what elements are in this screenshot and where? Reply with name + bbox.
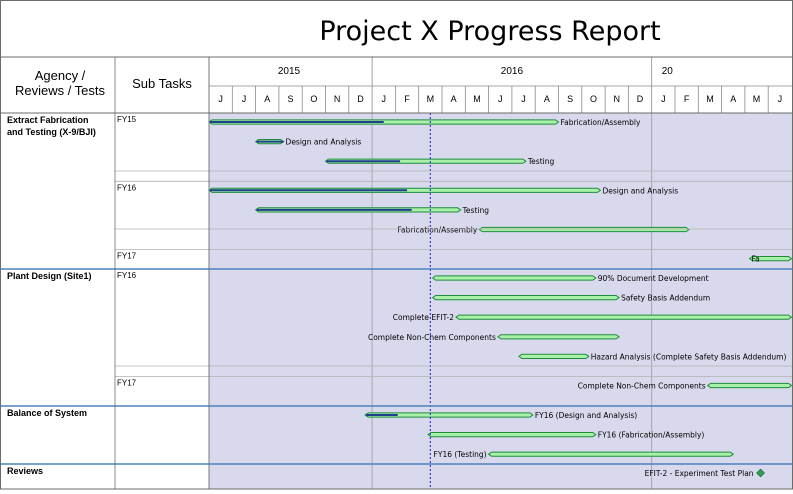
task-label: 90% Document Development <box>598 274 709 283</box>
year-label: 2015 <box>278 66 301 77</box>
agency-header-line2: Reviews / Tests <box>15 83 106 98</box>
year-label: 2016 <box>501 66 524 77</box>
task-bar <box>748 256 793 262</box>
task-bar <box>518 353 590 359</box>
subtasks-header: Sub Tasks <box>132 76 192 91</box>
task-bar <box>487 451 735 457</box>
task-bar <box>706 382 793 389</box>
agency-name: Extract Fabrication <box>7 115 89 125</box>
month-label: F <box>684 94 690 104</box>
subtask-label: FY16 <box>117 271 137 280</box>
year-label: 20 <box>662 66 674 77</box>
month-label: A <box>451 94 457 104</box>
agency-name: Reviews <box>7 466 43 476</box>
month-label: N <box>334 94 341 104</box>
month-label: N <box>614 94 621 104</box>
subtask-label: FY15 <box>117 115 137 124</box>
milestone-label: EFIT-2 - Experiment Test Plan <box>645 469 754 478</box>
task-bar <box>427 432 597 438</box>
task-bar <box>455 314 793 320</box>
month-label: J <box>382 94 387 104</box>
task-label: Complete EFIT-2 <box>393 313 454 322</box>
task-label: Testing <box>462 206 490 215</box>
month-label: A <box>264 94 270 104</box>
task-bar <box>364 412 534 418</box>
task-label: FY16 (Fabrication/Assembly) <box>598 431 705 440</box>
month-label: J <box>242 94 247 104</box>
month-label: M <box>753 94 761 104</box>
task-label: Hazard Analysis (Complete Safety Basis A… <box>591 352 787 361</box>
month-label: S <box>567 94 573 104</box>
month-label: A <box>730 94 736 104</box>
subtask-label: FY16 <box>117 183 137 192</box>
task-bar <box>431 275 597 281</box>
month-label: J <box>521 94 526 104</box>
month-label: S <box>288 94 294 104</box>
month-label: M <box>427 94 435 104</box>
task-bar <box>324 158 527 164</box>
subtask-label: FY17 <box>117 252 137 261</box>
row-labels: Extract Fabrication and Testing (X-9/BJI)… <box>7 115 137 476</box>
month-label: F <box>404 94 410 104</box>
month-label: J <box>218 94 223 104</box>
agency-name: and Testing (X-9/BJI) <box>7 127 96 137</box>
agency-name: Plant Design (Site1) <box>7 271 92 281</box>
task-label: Complete Non-Chem Components <box>368 333 496 342</box>
task-label: Fa <box>752 255 760 264</box>
month-label: M <box>473 94 481 104</box>
task-label: FY16 (Testing) <box>434 450 487 459</box>
task-label: Design and Analysis <box>286 138 362 147</box>
task-label: FY16 (Design and Analysis) <box>535 411 637 420</box>
task-label: Complete Non-Chem Components <box>578 382 706 391</box>
month-label: J <box>778 94 783 104</box>
month-label: J <box>661 94 666 104</box>
task-label: Fabrication/Assembly <box>397 226 477 235</box>
task-bar <box>497 334 620 340</box>
month-label: M <box>706 94 714 104</box>
month-label: O <box>310 94 317 104</box>
agency-name: Balance of System <box>7 408 87 418</box>
report-title: Project X Progress Report <box>319 16 660 47</box>
task-bar <box>431 295 620 301</box>
month-label: J <box>498 94 503 104</box>
agency-header-line1: Agency / <box>35 68 86 83</box>
chart-area-background <box>209 113 793 489</box>
month-label: O <box>590 94 597 104</box>
month-label: D <box>357 94 364 104</box>
task-label: Fabrication/Assembly <box>561 118 641 127</box>
month-label: A <box>544 94 550 104</box>
timeline-header: J J A S O N D J F M A M J J A S O N D J F M A M J 2015 2016 20 <box>208 57 793 113</box>
subtask-label: FY17 <box>117 379 137 388</box>
month-label: D <box>637 94 644 104</box>
task-bar <box>478 226 690 233</box>
task-label: Safety Basis Addendum <box>621 294 710 303</box>
milestone-marker <box>756 468 765 478</box>
task-label: Testing <box>527 157 555 166</box>
task-label: Design and Analysis <box>602 186 678 195</box>
